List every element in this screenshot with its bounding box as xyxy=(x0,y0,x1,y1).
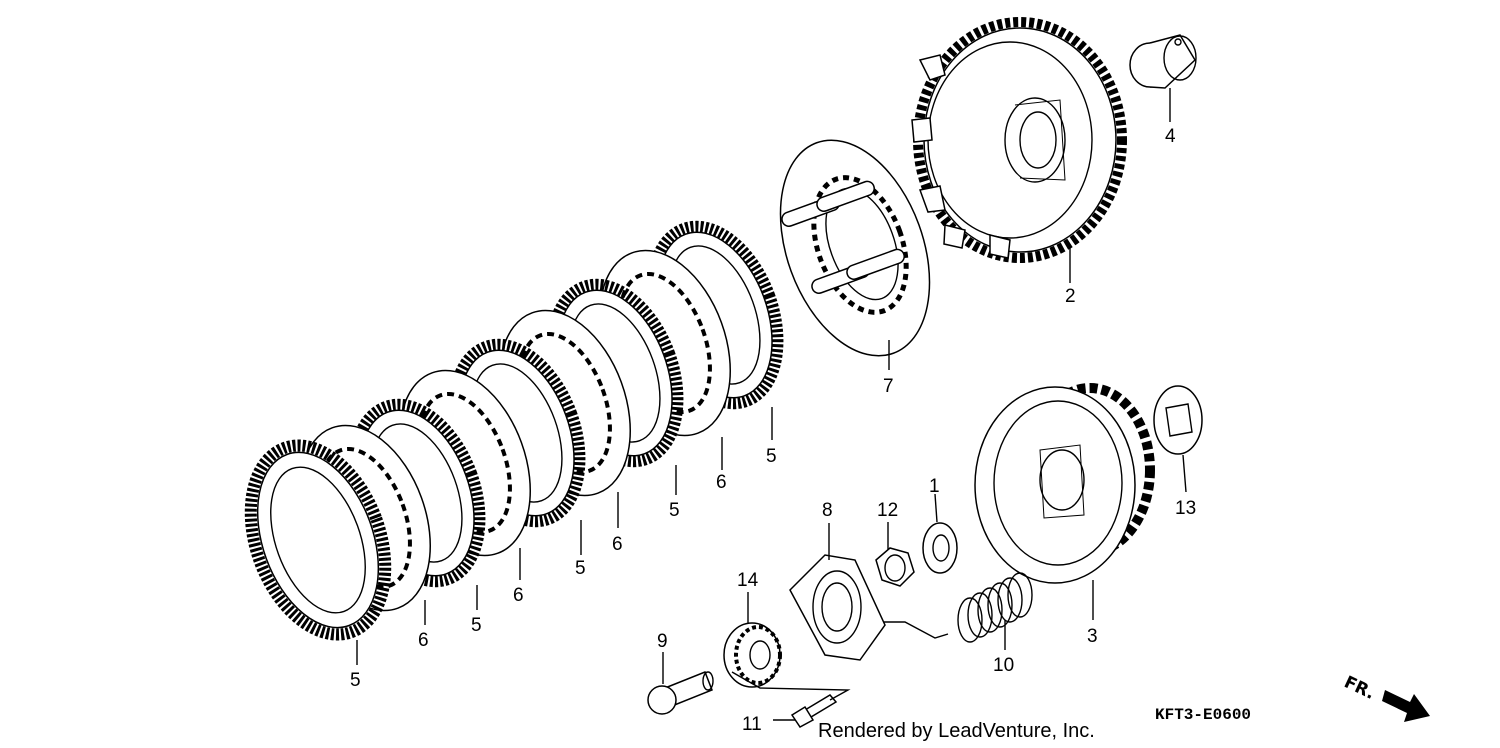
callout-6-front: 6 xyxy=(418,630,429,651)
diagram-code: KFT3-E0600 xyxy=(1155,706,1251,724)
collar-bushing xyxy=(1129,34,1197,89)
callout-4: 4 xyxy=(1165,126,1176,147)
callout-labels: 1 2 3 4 5 5 5 5 5 6 6 6 6 7 8 9 10 11 12… xyxy=(350,126,1196,735)
callout-8: 8 xyxy=(822,500,833,521)
callout-5-second: 5 xyxy=(471,615,482,636)
callout-13: 13 xyxy=(1175,498,1196,519)
clutch-outer-housing xyxy=(911,17,1127,263)
callout-5-fourth: 5 xyxy=(669,500,680,521)
clutch-spring xyxy=(957,572,1033,643)
washer xyxy=(922,522,958,574)
callout-6-rear: 6 xyxy=(716,472,727,493)
callout-3: 3 xyxy=(1087,626,1098,647)
callout-6-third: 6 xyxy=(612,534,623,555)
callout-5-front: 5 xyxy=(350,670,361,691)
callout-2: 2 xyxy=(1065,286,1076,307)
front-direction-label: FR. xyxy=(1341,672,1378,703)
rendered-by-credit: Rendered by LeadVenture, Inc. xyxy=(818,720,1095,742)
pressure-plate xyxy=(779,139,931,357)
callout-11: 11 xyxy=(742,714,762,735)
callout-6-second: 6 xyxy=(513,585,524,606)
lock-nut xyxy=(875,547,915,587)
clutch-disc-stack xyxy=(244,220,784,641)
lifter-pin xyxy=(647,671,714,715)
callout-12: 12 xyxy=(877,500,898,521)
bolt xyxy=(790,694,838,728)
callout-7: 7 xyxy=(883,376,894,397)
callout-1: 1 xyxy=(929,476,940,497)
front-direction-indicator: FR. xyxy=(1341,672,1430,722)
callout-10: 10 xyxy=(993,655,1014,676)
bearing xyxy=(723,622,782,688)
callout-9: 9 xyxy=(657,631,668,652)
lifter-plate xyxy=(789,554,886,661)
leader-lines xyxy=(356,88,1187,721)
lock-washer xyxy=(1153,385,1203,455)
callout-5-rear: 5 xyxy=(766,446,777,467)
callout-5-third: 5 xyxy=(575,558,586,579)
callout-14: 14 xyxy=(737,570,759,591)
arrow-right-icon xyxy=(1382,690,1430,722)
clutch-center xyxy=(974,383,1155,584)
